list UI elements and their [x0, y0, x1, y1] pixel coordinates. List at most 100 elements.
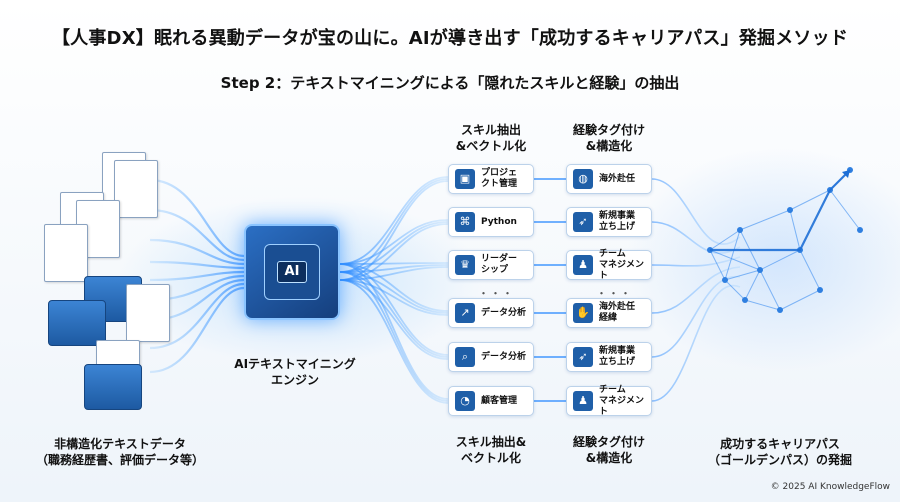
globe-icon: ◍ — [573, 169, 593, 189]
experience-label: 海外赴任 経緯 — [599, 302, 636, 323]
skill-card: ⌕データ分析 — [448, 342, 534, 372]
network-node — [757, 267, 763, 273]
network-node — [817, 287, 823, 293]
flow-line — [339, 219, 449, 265]
flow-line — [339, 263, 449, 400]
flow-line — [339, 263, 449, 312]
network-edge — [709, 229, 741, 251]
brain-icon: AI — [264, 244, 320, 300]
flow-line — [339, 176, 449, 265]
experience-card: ◍海外赴任 — [566, 164, 652, 194]
team-icon: ♟ — [573, 255, 593, 275]
experience-label: 新規事業 立ち上げ — [599, 346, 636, 367]
engine-label: AIテキストマイニング エンジン — [234, 357, 356, 387]
network-edge — [829, 189, 861, 231]
skill-card: ⌘Python — [448, 207, 534, 237]
network-edge — [789, 189, 831, 211]
page-subtitle: Step 2：テキストマイニングによる「隠れたスキルと経験」の抽出 — [220, 74, 680, 92]
folder-icon — [48, 300, 106, 346]
flow-line — [149, 270, 245, 282]
flow-line — [149, 178, 245, 258]
skill-ellipsis: ・・・ — [478, 287, 514, 300]
handshake-icon: ✋ — [573, 303, 593, 323]
flow-line — [339, 263, 449, 356]
network-edge — [709, 249, 726, 281]
skill-label: プロジェ クト管理 — [481, 168, 518, 189]
flow-line — [149, 208, 245, 262]
experience-label: チーム マネジメント — [599, 384, 645, 417]
skill-card: ▣ プロジェ クト管理 — [448, 164, 534, 194]
document-icon — [126, 284, 170, 342]
pie-chart-icon: ◔ — [455, 391, 475, 411]
result-label: 成功するキャリアパス （ゴールデンパス）の発掘 — [707, 437, 852, 467]
experience-card: ♟チーム マネジメント — [566, 249, 652, 281]
team-icon: ♟ — [573, 391, 593, 411]
skill-column-header-top: スキル抽出 &ベクトル化 — [455, 123, 527, 153]
flow-line — [339, 279, 449, 316]
golden-path-arrowhead — [842, 170, 850, 178]
skill-column-header-bottom: スキル抽出& ベクトル化 — [455, 435, 527, 465]
network-edge — [724, 279, 746, 301]
chart-icon: ↗ — [455, 303, 475, 323]
skill-card: ♛ リーダー シップ — [448, 250, 534, 280]
network-edge — [724, 269, 761, 281]
python-icon: ⌘ — [455, 212, 475, 232]
flow-line — [339, 279, 449, 404]
flow-line — [339, 271, 449, 402]
skill-label: データ分析 — [481, 351, 527, 362]
experience-label: 新規事業 立ち上げ — [599, 211, 636, 232]
flow-line — [651, 178, 741, 245]
flow-line — [149, 260, 245, 270]
flow-line — [651, 276, 741, 358]
ai-chip: AI — [244, 224, 340, 320]
network-node — [737, 227, 743, 233]
network-node — [722, 277, 728, 283]
source-label: 非構造化テキストデータ （職務経歴書、評価データ等） — [35, 437, 204, 467]
experience-card: ✋ 海外赴任 経緯 — [566, 298, 652, 328]
flow-line — [339, 262, 449, 265]
skill-card: ↗ データ分析 — [448, 298, 534, 328]
input-streams — [149, 178, 245, 374]
exp-column-header-bottom: 経験タグ付け &構造化 — [572, 435, 645, 465]
rocket-icon: ➶ — [573, 347, 593, 367]
flow-line — [149, 286, 245, 374]
skill-label: リーダー シップ — [481, 254, 518, 275]
network-edge — [799, 249, 821, 291]
flow-line — [651, 256, 741, 267]
exp-column-header-top: 経験タグ付け &構造化 — [572, 123, 645, 153]
skill-label: 顧客管理 — [481, 395, 518, 406]
network-edge — [709, 249, 761, 271]
flow-line — [651, 284, 741, 402]
flow-line — [149, 282, 245, 350]
briefcase-icon: ▣ — [455, 169, 475, 189]
network-node — [857, 227, 863, 233]
network-edge — [789, 209, 801, 251]
network-edge — [759, 249, 801, 271]
network-edge — [759, 269, 781, 311]
network-edge — [744, 269, 761, 301]
experience-card: ➶ 新規事業 立ち上げ — [566, 207, 652, 237]
rocket-icon: ➶ — [573, 212, 593, 232]
experience-card: ♟ チーム マネジメント — [566, 384, 652, 417]
skill-label: データ分析 — [481, 307, 527, 318]
network-edge — [744, 299, 781, 311]
ai-badge: AI — [277, 261, 307, 283]
network-node — [787, 207, 793, 213]
flow-line — [149, 238, 245, 266]
exp-ellipsis: ・・・ — [596, 287, 632, 300]
trophy-icon: ♛ — [455, 255, 475, 275]
flow-line — [710, 169, 851, 252]
flow-line — [651, 221, 741, 254]
resume-icon — [114, 160, 158, 218]
network-edge — [724, 229, 741, 281]
flow-line — [339, 271, 449, 358]
output-streams — [339, 176, 741, 404]
flow-line — [339, 264, 449, 273]
folder-icon — [84, 364, 142, 410]
experience-card: ➶ 新規事業 立ち上げ — [566, 342, 652, 372]
flow-line — [339, 266, 449, 281]
network-node — [742, 297, 748, 303]
page-title: 【人事DX】眠れる異動データが宝の山に。AIが導き出す「成功するキャリアパス」発… — [51, 28, 849, 49]
resume-icon — [44, 224, 88, 282]
